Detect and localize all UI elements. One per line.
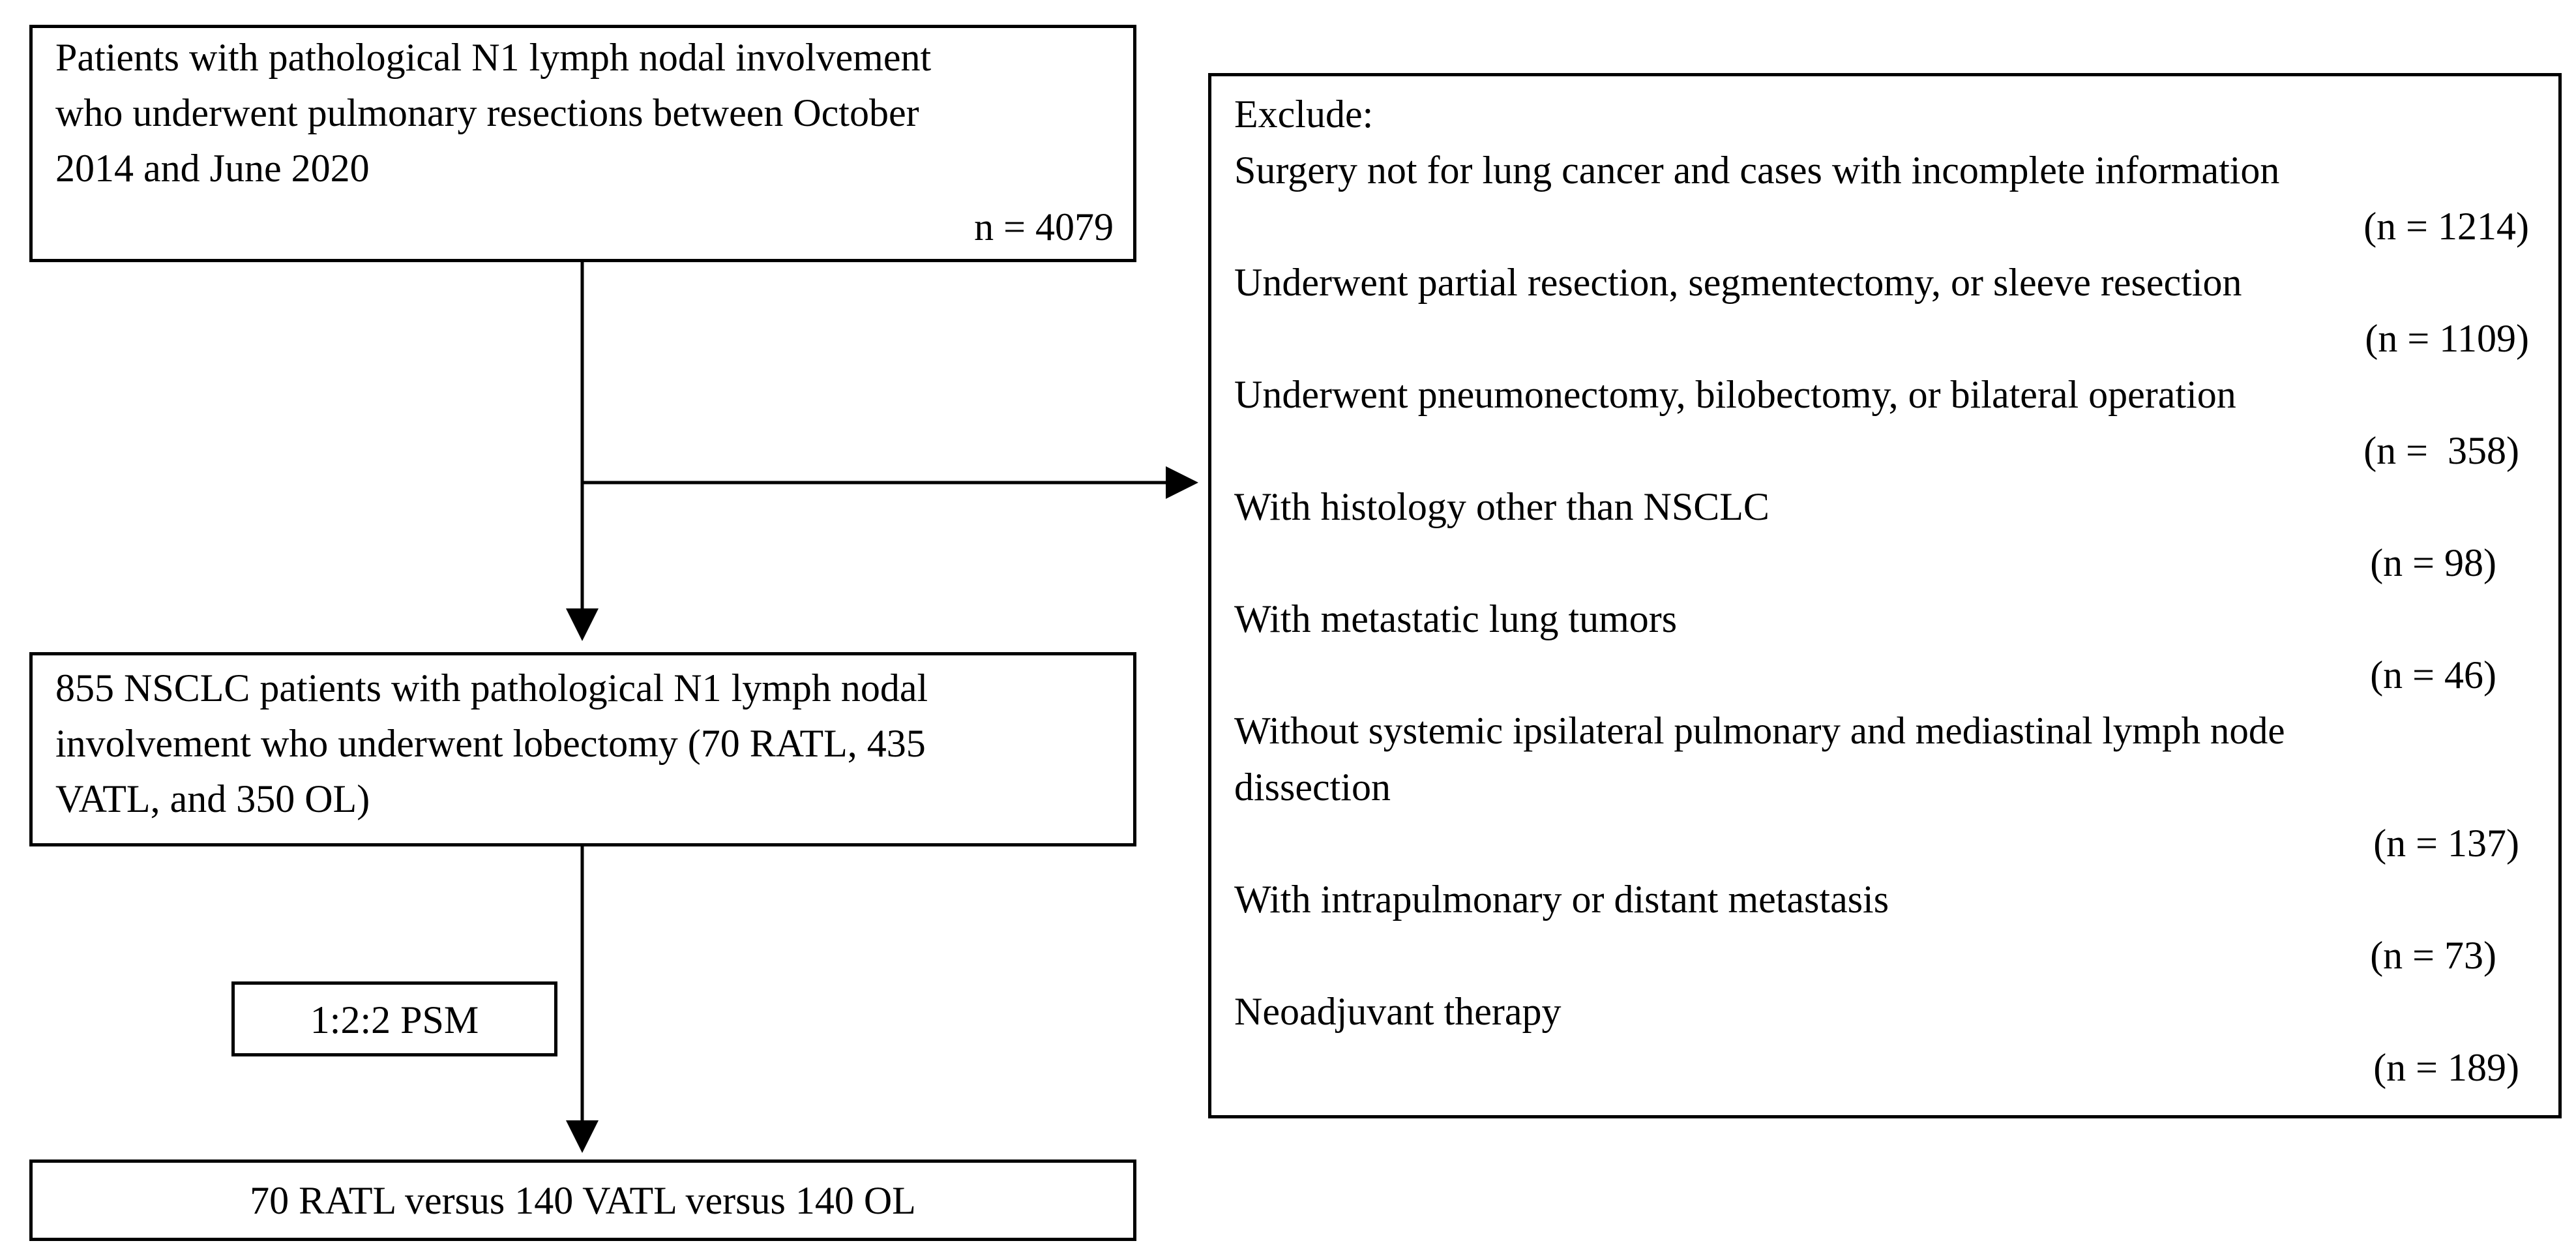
- exclude-item-count: (n = 46): [2370, 653, 2496, 696]
- mid-box-line2: involvement who underwent lobectomy (70 …: [55, 722, 926, 765]
- exclude-item-count: (n = 189): [2373, 1046, 2519, 1089]
- top-box-line3: 2014 and June 2020: [55, 147, 370, 190]
- exclude-item-text-continued: dissection: [1234, 766, 1391, 809]
- exclude-box: Exclude: Surgery not for lung cancer and…: [1208, 73, 2562, 1118]
- exclude-item-count: (n = 1109): [2365, 317, 2529, 360]
- exclude-item-text: Without systemic ipsilateral pulmonary a…: [1234, 709, 2285, 752]
- mid-box-line1: 855 NSCLC patients with pathological N1 …: [55, 666, 928, 710]
- exclude-item-text: With histology other than NSCLC: [1234, 485, 1769, 528]
- exclude-heading: Exclude:: [1234, 93, 1374, 136]
- mid-box-line3: VATL, and 350 OL): [55, 777, 370, 820]
- psm-box: 1:2:2 PSM: [231, 981, 557, 1056]
- top-box-line1: Patients with pathological N1 lymph noda…: [55, 36, 932, 79]
- exclude-item-text: With intrapulmonary or distant metastasi…: [1234, 878, 1889, 921]
- exclude-item-text: Underwent partial resection, segmentecto…: [1234, 261, 2242, 304]
- exclude-item-count: (n = 1214): [2363, 205, 2529, 248]
- bottom-box-label: 70 RATL versus 140 VATL versus 140 OL: [250, 1179, 916, 1222]
- exclude-item-count: (n = 137): [2373, 822, 2519, 865]
- exclude-item-count: (n = 98): [2370, 541, 2496, 584]
- exclude-item-count: (n = 73): [2370, 934, 2496, 977]
- exclude-item-text: With metastatic lung tumors: [1234, 597, 1678, 640]
- top-box: Patients with pathological N1 lymph noda…: [29, 25, 1136, 262]
- bottom-box: 70 RATL versus 140 VATL versus 140 OL: [29, 1159, 1136, 1241]
- exclude-item-text: Surgery not for lung cancer and cases wi…: [1234, 149, 2280, 192]
- top-box-line2: who underwent pulmonary resections betwe…: [55, 91, 919, 134]
- top-box-count: n = 4079: [974, 205, 1114, 248]
- exclude-item-count: (n = 358): [2363, 429, 2519, 472]
- psm-label: 1:2:2 PSM: [310, 998, 479, 1041]
- middle-box: 855 NSCLC patients with pathological N1 …: [29, 652, 1136, 846]
- exclude-item-text: Underwent pneumonectomy, bilobectomy, or…: [1234, 373, 2236, 416]
- exclude-item-text: Neoadjuvant therapy: [1234, 990, 1562, 1033]
